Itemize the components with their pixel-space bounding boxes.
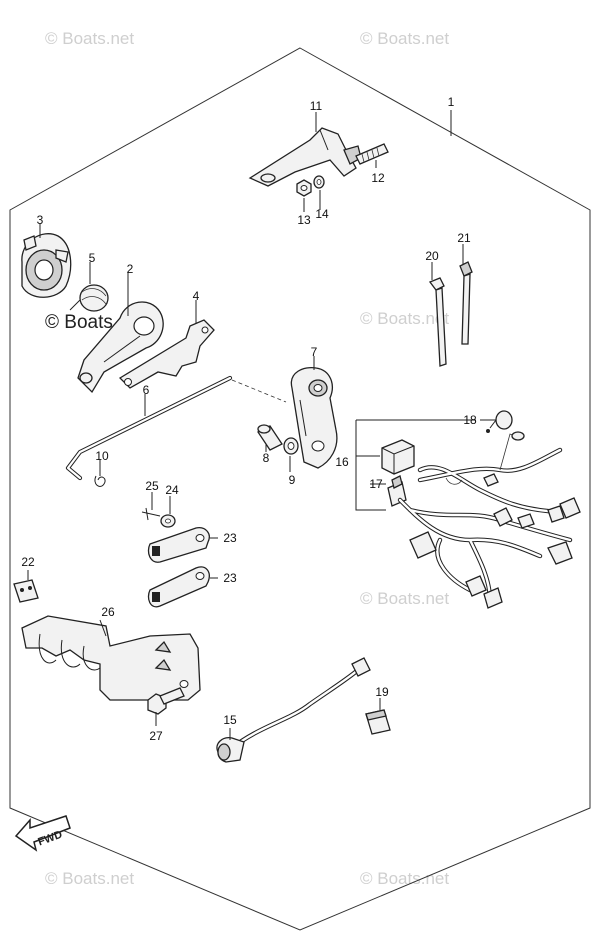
callout-10: 10 (95, 449, 109, 463)
watermark-top-left: © Boats.net (45, 29, 134, 48)
part-18-sensor (486, 410, 513, 433)
part-20-cable-tie (428, 277, 447, 367)
callout-11: 11 (310, 99, 323, 113)
part-13-nut (296, 179, 312, 197)
callout-6: 6 (143, 383, 150, 397)
callout-20: 20 (425, 249, 439, 263)
part-10-clip (94, 475, 106, 487)
part-22-pad (13, 579, 39, 603)
callout-8: 8 (263, 451, 270, 465)
callout-1: 1 (448, 95, 455, 109)
fwd-direction-arrow: FWD (14, 815, 71, 852)
part-8-pin (257, 424, 283, 451)
part-2-arm (77, 301, 164, 394)
watermark-top-right: © Boats.net (360, 29, 449, 48)
part-6-rod (65, 375, 287, 481)
part-3-cam-wheel (21, 233, 72, 298)
watermark-group: © Boats.net © Boats.net © Boats.net © Bo… (45, 29, 449, 888)
part-5-spring (69, 284, 109, 312)
callout-21: 21 (457, 231, 471, 245)
watermark-lower-right: © Boats.net (360, 589, 449, 608)
callout-25: 25 (145, 479, 159, 493)
callout-22: 22 (21, 555, 35, 569)
part-25-pin (141, 507, 161, 521)
main-wiring-harness (397, 431, 581, 609)
part-19-cap (365, 709, 391, 735)
part-16-relay (381, 439, 415, 475)
callout-labels: 1 2 3 4 5 6 7 8 9 10 11 12 13 14 15 16 1… (21, 95, 477, 743)
callout-9: 9 (289, 473, 296, 487)
callout-26: 26 (101, 605, 115, 619)
part-21-cable-tie (459, 261, 473, 345)
part-12-stud-bolt (355, 143, 389, 165)
callout-23-upper: 23 (223, 531, 237, 545)
kit-boundary-hexagon (9, 47, 591, 931)
part-14-washer (313, 175, 325, 189)
part-26-large-bracket (21, 615, 201, 701)
watermark-bottom-left: © Boats.net (45, 869, 134, 888)
callout-15: 15 (223, 713, 237, 727)
leader-lines (27, 110, 496, 740)
part-9-washer (283, 437, 299, 455)
callout-16: 16 (335, 455, 349, 469)
part-23-link-arm-lower (147, 566, 210, 608)
callout-19: 19 (375, 685, 389, 699)
watermark-bottom-right: © Boats.net (360, 869, 449, 888)
callout-4: 4 (193, 289, 200, 303)
callout-17: 17 (369, 477, 383, 491)
callout-14: 14 (315, 207, 329, 221)
callout-23-lower: 23 (223, 571, 237, 585)
callout-3: 3 (37, 213, 44, 227)
part-23-link-arm-upper (147, 527, 210, 563)
part-4-link-plate (118, 319, 215, 389)
callout-12: 12 (371, 171, 385, 185)
callout-7: 7 (311, 345, 318, 359)
callout-13: 13 (297, 213, 311, 227)
part-27-bolt (147, 687, 185, 715)
part-11-bracket (248, 127, 362, 187)
callout-5: 5 (89, 251, 96, 265)
callout-27: 27 (149, 729, 163, 743)
watermark-mid-right: © Boats.net (360, 309, 449, 328)
callout-24: 24 (165, 483, 179, 497)
part-15-cable-sensor (216, 657, 371, 763)
callout-18: 18 (463, 413, 477, 427)
callout-2: 2 (127, 262, 134, 276)
part-24-washer (160, 514, 176, 528)
part-7-lever (290, 366, 338, 469)
